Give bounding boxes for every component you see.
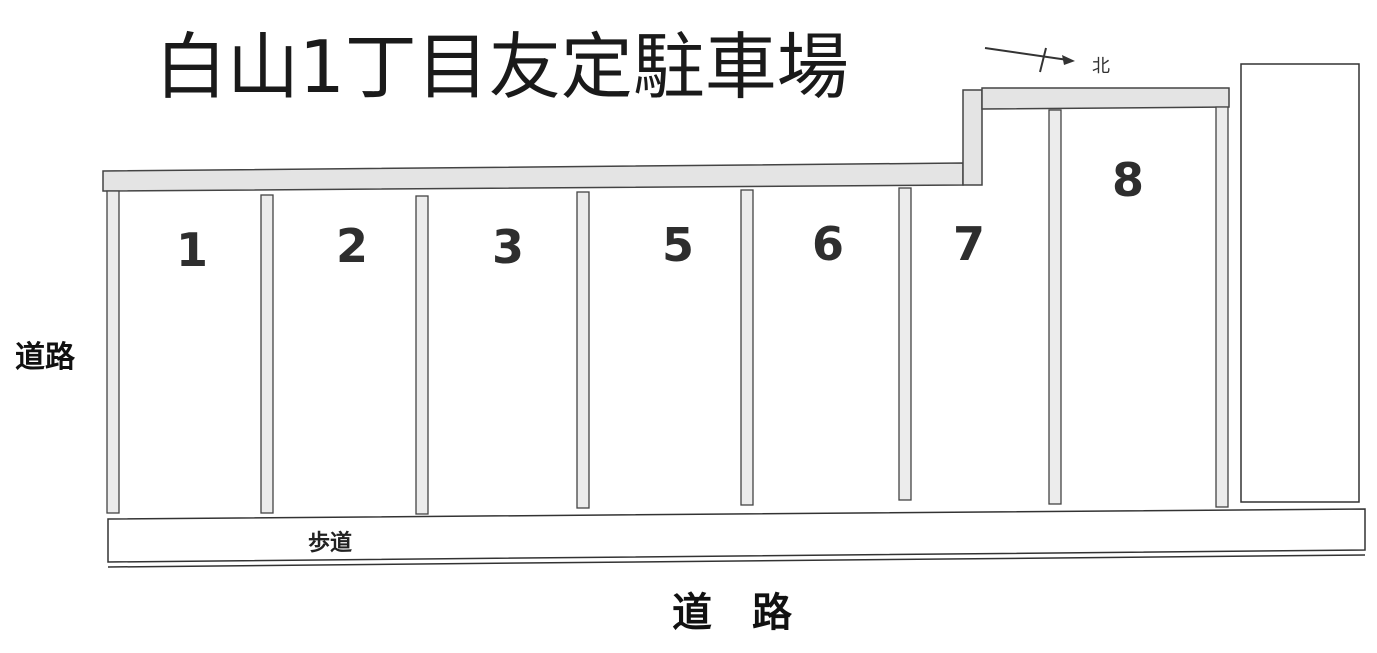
north-label: 北 — [1092, 56, 1110, 77]
sidewalk-label: 歩道 — [308, 530, 352, 556]
sidewalk-curb — [107, 554, 1366, 568]
space-number-5: 5 — [662, 218, 694, 272]
page-title: 白山1丁目友定駐車場 — [155, 25, 849, 109]
divider-5 — [740, 189, 754, 506]
adjacent-building — [1240, 63, 1360, 503]
top-wall-left — [102, 162, 964, 192]
north-arrow-tick — [1039, 47, 1047, 73]
divider-7 — [1048, 109, 1062, 505]
north-arrow-shaft — [984, 47, 1069, 61]
road-left-label: 道路 — [15, 340, 76, 375]
top-wall-right — [981, 87, 1230, 110]
top-wall-step — [962, 89, 983, 186]
divider-3 — [415, 195, 429, 515]
space-number-3: 3 — [492, 220, 524, 274]
divider-2 — [260, 194, 274, 514]
north-arrow-head — [1062, 55, 1075, 65]
divider-4 — [576, 191, 590, 509]
north-arrow: 北 — [984, 47, 1110, 77]
divider-1 — [106, 190, 120, 514]
space-number-8: 8 — [1112, 153, 1144, 207]
sidewalk — [107, 508, 1366, 563]
road-bottom-label: 道 路 — [672, 590, 793, 636]
divider-8 — [1215, 106, 1229, 508]
space-number-7: 7 — [953, 217, 985, 271]
space-number-6: 6 — [812, 217, 844, 271]
space-number-2: 2 — [336, 219, 368, 273]
divider-6 — [898, 187, 912, 501]
space-number-1: 1 — [176, 223, 208, 277]
